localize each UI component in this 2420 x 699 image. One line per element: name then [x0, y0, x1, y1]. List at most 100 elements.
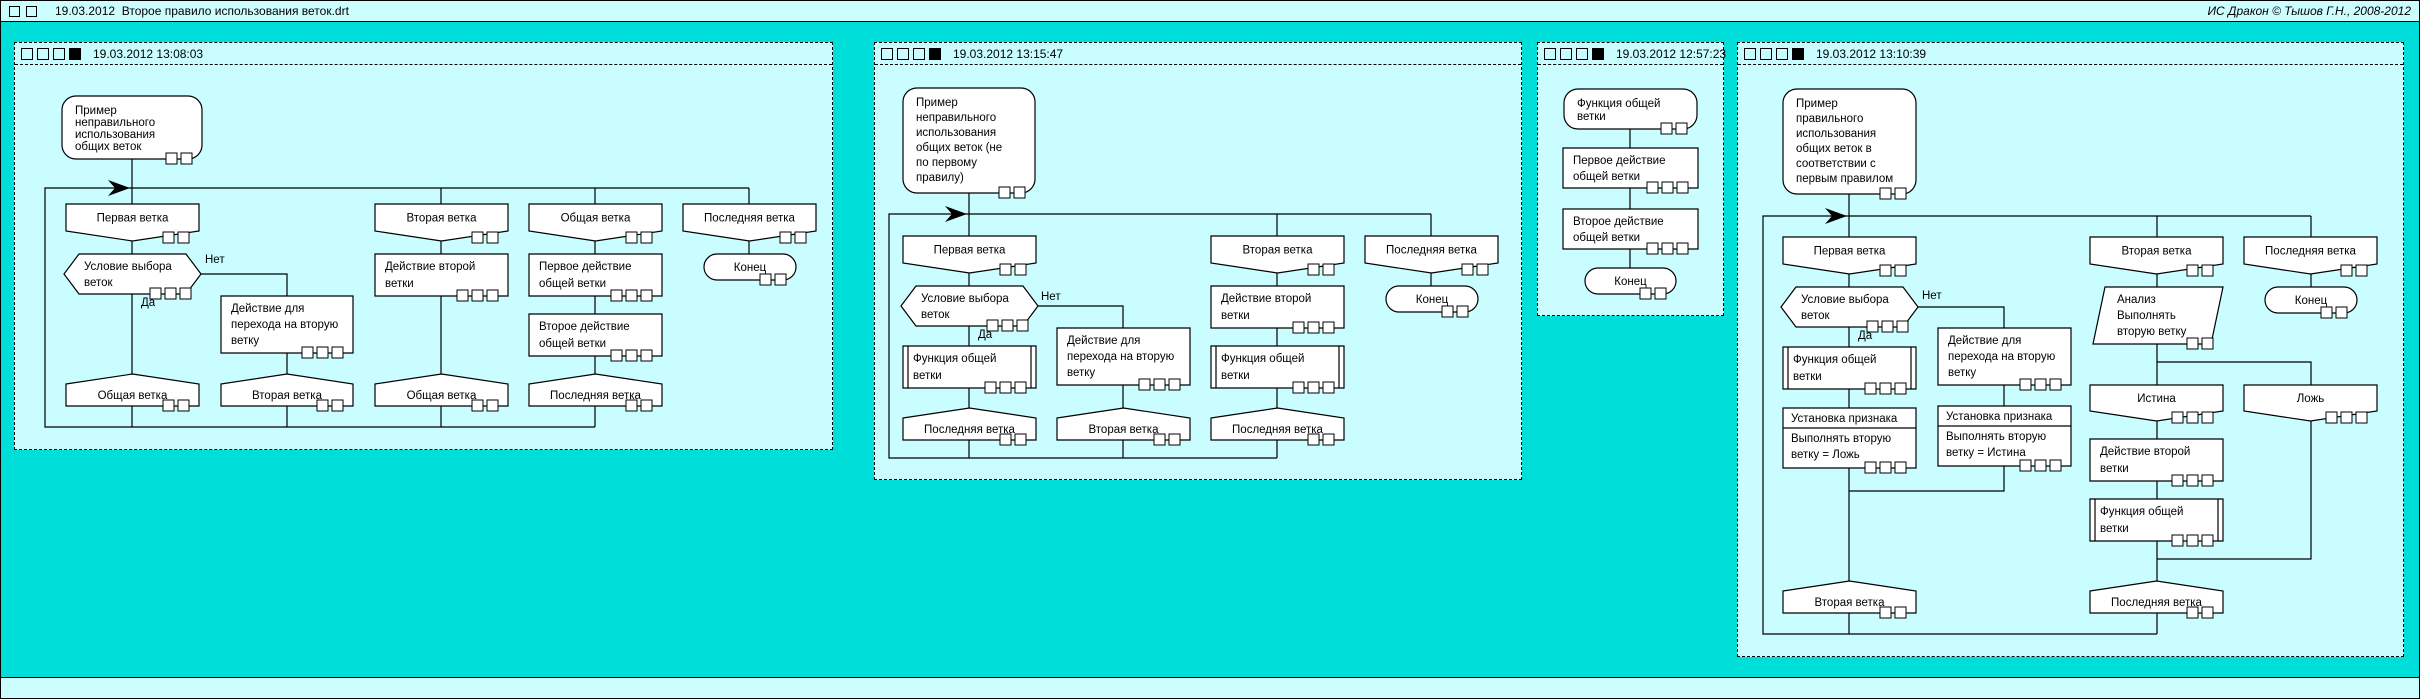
- drakon-icon-branch[interactable]: Последняя ветка: [1364, 235, 1499, 276]
- node-handle[interactable]: [2034, 378, 2047, 391]
- window-button[interactable]: [881, 47, 893, 60]
- node-handle[interactable]: [1292, 381, 1305, 394]
- node-handle[interactable]: [1456, 305, 1469, 318]
- node-handle[interactable]: [1879, 606, 1892, 619]
- node-handle[interactable]: [1864, 382, 1877, 395]
- node-handle[interactable]: [2049, 459, 2062, 472]
- node-handle[interactable]: [2201, 264, 2214, 277]
- node-handle[interactable]: [2320, 306, 2333, 319]
- node-handle[interactable]: [1894, 264, 1907, 277]
- node-handle[interactable]: [2034, 459, 2047, 472]
- window-button[interactable]: [1760, 47, 1772, 60]
- node-handle[interactable]: [640, 399, 653, 412]
- node-handle[interactable]: [1001, 319, 1014, 332]
- node-handle[interactable]: [1661, 181, 1674, 194]
- node-handle[interactable]: [1307, 263, 1320, 276]
- node-handle[interactable]: [471, 289, 484, 302]
- node-handle[interactable]: [162, 399, 175, 412]
- node-handle[interactable]: [2186, 411, 2199, 424]
- drakon-icon-branch[interactable]: Первая ветка: [65, 203, 200, 244]
- panel-titlebar[interactable]: 19.03.2012 13:15:47: [875, 43, 1521, 65]
- window-button[interactable]: [913, 47, 925, 60]
- node-handle[interactable]: [2186, 534, 2199, 547]
- node-handle[interactable]: [2171, 474, 2184, 487]
- window-button-active[interactable]: [69, 47, 81, 60]
- node-handle[interactable]: [2340, 264, 2353, 277]
- node-handle[interactable]: [486, 399, 499, 412]
- drakon-icon-address[interactable]: Последняя ветка: [2089, 580, 2224, 619]
- node-handle[interactable]: [2335, 306, 2348, 319]
- node-handle[interactable]: [162, 231, 175, 244]
- node-handle[interactable]: [471, 399, 484, 412]
- node-handle[interactable]: [1476, 263, 1489, 276]
- node-handle[interactable]: [2049, 378, 2062, 391]
- node-handle[interactable]: [1894, 187, 1907, 200]
- node-handle[interactable]: [1014, 263, 1027, 276]
- drakon-icon-address[interactable]: Вторая ветка: [1782, 580, 1917, 619]
- drakon-icon-end[interactable]: Конец: [1385, 285, 1479, 318]
- node-handle[interactable]: [1661, 242, 1674, 255]
- node-handle[interactable]: [1879, 187, 1892, 200]
- node-handle[interactable]: [2171, 411, 2184, 424]
- node-handle[interactable]: [2186, 264, 2199, 277]
- window-button-active[interactable]: [929, 47, 941, 60]
- node-handle[interactable]: [1307, 321, 1320, 334]
- drakon-icon-end[interactable]: Конец: [2264, 286, 2358, 319]
- node-handle[interactable]: [1138, 378, 1151, 391]
- node-handle[interactable]: [1441, 305, 1454, 318]
- node-handle[interactable]: [1322, 381, 1335, 394]
- node-handle[interactable]: [164, 287, 177, 300]
- node-handle[interactable]: [177, 399, 190, 412]
- node-handle[interactable]: [2340, 411, 2353, 424]
- drakon-icon-branch[interactable]: Первая ветка: [1782, 236, 1917, 277]
- node-handle[interactable]: [625, 231, 638, 244]
- node-handle[interactable]: [2186, 474, 2199, 487]
- drakon-icon-branch[interactable]: Вторая ветка: [1210, 235, 1345, 276]
- node-handle[interactable]: [1676, 242, 1689, 255]
- node-handle[interactable]: [625, 289, 638, 302]
- node-handle[interactable]: [1881, 320, 1894, 333]
- window-button[interactable]: [1776, 47, 1788, 60]
- node-handle[interactable]: [1014, 433, 1027, 446]
- drakon-icon-address[interactable]: Общая ветка: [65, 373, 200, 412]
- window-button[interactable]: [1576, 47, 1588, 60]
- node-handle[interactable]: [1013, 186, 1026, 199]
- node-handle[interactable]: [1016, 319, 1029, 332]
- node-handle[interactable]: [1879, 382, 1892, 395]
- node-handle[interactable]: [999, 433, 1012, 446]
- node-handle[interactable]: [316, 399, 329, 412]
- node-handle[interactable]: [1660, 122, 1673, 135]
- window-button[interactable]: [1544, 47, 1556, 60]
- node-handle[interactable]: [999, 381, 1012, 394]
- node-handle[interactable]: [1675, 122, 1688, 135]
- node-handle[interactable]: [779, 231, 792, 244]
- node-handle[interactable]: [149, 287, 162, 300]
- node-handle[interactable]: [301, 346, 314, 359]
- node-handle[interactable]: [610, 349, 623, 362]
- drakon-icon-case[interactable]: Истина: [2089, 384, 2224, 424]
- node-handle[interactable]: [759, 273, 772, 286]
- node-handle[interactable]: [1153, 433, 1166, 446]
- node-handle[interactable]: [2201, 474, 2214, 487]
- drakon-icon-address[interactable]: Последняя ветка: [1210, 407, 1345, 446]
- drakon-icon-branch[interactable]: Последняя ветка: [2243, 236, 2378, 277]
- node-handle[interactable]: [1879, 461, 1892, 474]
- drakon-icon-branch[interactable]: Общая ветка: [528, 203, 663, 244]
